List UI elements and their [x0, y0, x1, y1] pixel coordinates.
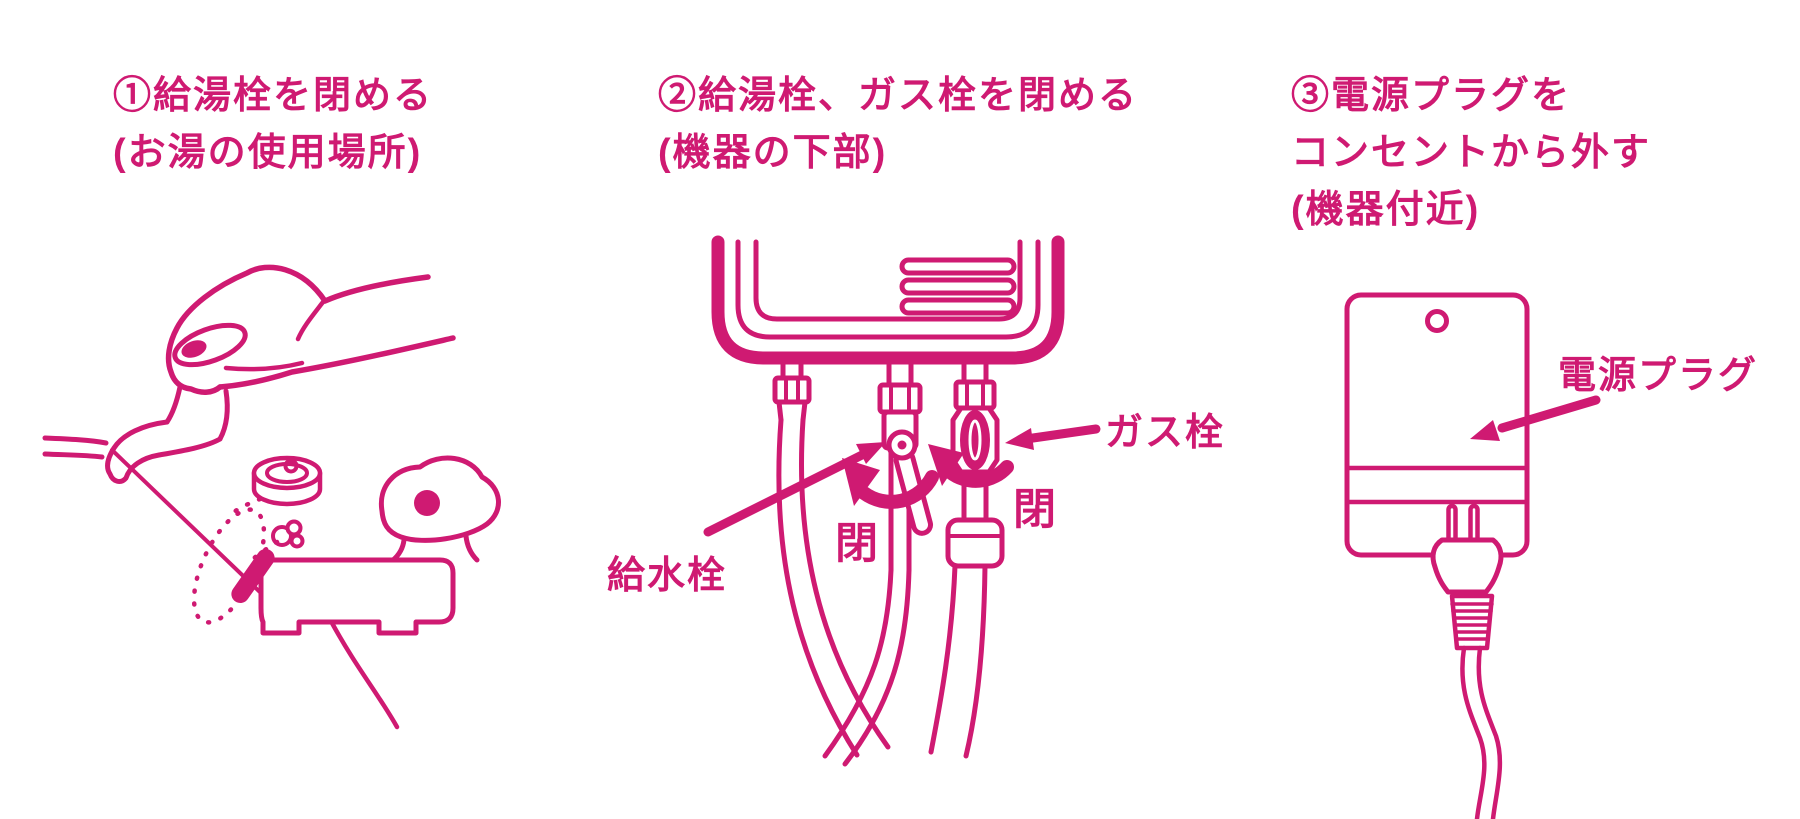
gas-valve-pointer-arrow — [1005, 424, 1101, 450]
plug-prong — [1446, 503, 1458, 545]
close-label-gas: 閉 — [1013, 486, 1058, 534]
mounting-hole-icon — [1425, 309, 1449, 333]
hot-water-pipe — [772, 357, 891, 758]
heater-bottom-shell — [711, 235, 1065, 365]
hand-arm-icon — [165, 264, 456, 395]
counter-edge-line — [110, 448, 265, 597]
step-3-title-line2: コンセントから外す — [1291, 132, 1652, 174]
water-valve-pointer-arrow — [703, 442, 886, 537]
hot-water-tap-icon — [42, 384, 230, 484]
gas-valve — [928, 357, 1005, 759]
vent-slots-icon — [899, 257, 1017, 316]
step-3-subtitle: (機器付近) — [1291, 189, 1481, 231]
close-arrow-water — [842, 458, 939, 509]
gas-valve-knob — [960, 410, 990, 470]
gas-valve-label: ガス栓 — [1105, 412, 1225, 454]
cord-grip-ribs — [1450, 602, 1494, 641]
step-1-subtitle: (お湯の使用場所) — [113, 132, 423, 174]
hand-closing-tap-illustration — [42, 264, 501, 730]
power-plug-icon — [1430, 503, 1504, 819]
close-label-water: 閉 — [835, 520, 880, 568]
heater-underside-illustration: 給水栓 ガス栓 閉 閉 — [607, 235, 1225, 767]
tap-cap-part-icon — [251, 455, 323, 507]
power-plug-pointer-arrow — [1470, 395, 1601, 441]
water-supply-valve-label: 給水栓 — [607, 555, 727, 597]
close-arrow-gas — [928, 444, 1014, 488]
power-plug-label: 電源プラグ — [1558, 355, 1758, 397]
step-3-title-line1: ③電源プラグを — [1291, 75, 1572, 117]
step-2-subtitle: (機器の下部) — [658, 132, 888, 174]
power-cord — [1460, 645, 1487, 819]
step-2-title: ②給湯栓、ガス栓を閉める — [658, 75, 1139, 117]
power-plug-illustration: 電源プラグ — [1344, 292, 1758, 819]
step-1-title: ①給湯栓を閉める — [113, 75, 434, 117]
step-3-heading: ③電源プラグを コンセントから外す (機器付近) — [1291, 68, 1651, 239]
second-tap-icon — [231, 455, 501, 730]
tap-lever-handle — [231, 548, 275, 604]
plug-prong — [1468, 503, 1480, 545]
step-2-heading: ②給湯栓、ガス栓を閉める (機器の下部) — [658, 68, 1138, 182]
step-1-heading: ①給湯栓を閉める (お湯の使用場所) — [113, 68, 433, 182]
